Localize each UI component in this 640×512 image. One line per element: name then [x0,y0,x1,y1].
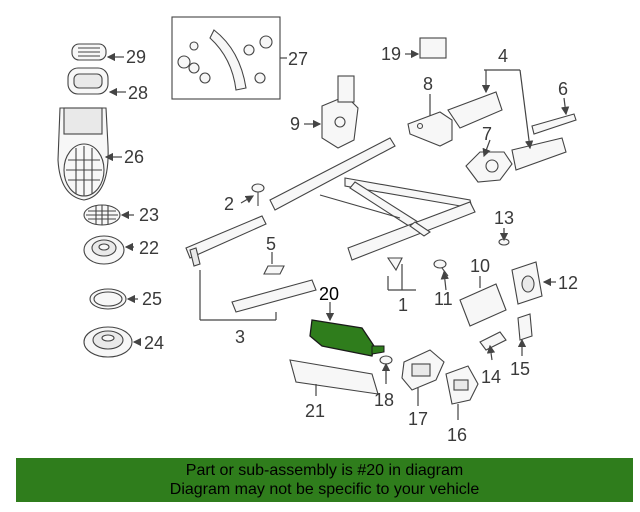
part-8-bracket[interactable] [407,94,453,147]
part-15-cap[interactable] [517,313,533,356]
part-9-actuator[interactable] [304,75,359,149]
callout-29: 29 [126,47,146,67]
callout-20: 20 [319,284,339,304]
callout-15: 15 [510,359,530,379]
part-27-inset[interactable] [171,16,287,100]
part-2-screw[interactable] [240,183,265,206]
part-13-screw[interactable] [498,228,510,246]
part-29-vent[interactable] [71,43,124,62]
banner-line-1: Part or sub-assembly is #20 in diagram [185,462,464,479]
callout-25: 25 [142,289,162,309]
callout-14: 14 [481,367,501,387]
callout-28: 28 [128,83,148,103]
part-11-screw[interactable] [433,259,449,291]
part-26-duct[interactable] [57,107,122,201]
callout-19: 19 [381,44,401,64]
callout-12: 12 [558,273,578,293]
part-1b-clip[interactable] [386,257,403,272]
callout-23: 23 [139,205,159,225]
part-21-plate[interactable] [289,359,379,396]
callout-17: 17 [408,409,428,429]
part-16-connector[interactable] [445,365,479,420]
part-12-module[interactable] [511,261,556,305]
callout-22: 22 [139,238,159,258]
callout-2: 2 [224,194,234,214]
callout-labels: 1 2 3 4 5 6 7 8 9 10 11 12 13 14 15 16 1… [124,44,578,445]
part-25-ring[interactable] [89,288,138,310]
part-19-pad[interactable] [405,37,447,59]
part-4-brackets[interactable] [447,69,567,171]
banner-line-2: Diagram may not be specific to your vehi… [169,481,480,498]
callout-9: 9 [290,114,300,134]
callout-6: 6 [558,79,568,99]
callout-21: 21 [305,401,325,421]
part-28-vent[interactable] [67,67,126,97]
info-banner: Part or sub-assembly is #20 in diagram D… [16,458,633,502]
callout-24: 24 [144,333,164,353]
callout-5: 5 [266,234,276,254]
part-20-highlighted[interactable] [309,302,385,357]
part-5-clip[interactable] [263,252,285,275]
part-24-speaker[interactable] [83,326,142,358]
callout-27: 27 [288,49,308,69]
part-23-grille[interactable] [83,204,134,226]
callout-8: 8 [423,74,433,94]
callout-7: 7 [482,124,492,144]
part-22-speaker[interactable] [83,235,134,265]
part-1-frame[interactable] [269,137,476,291]
callout-13: 13 [494,208,514,228]
part-7-motor[interactable] [465,139,513,183]
callout-10: 10 [470,256,490,276]
part-3-rail[interactable] [185,215,317,321]
callout-4: 4 [498,46,508,66]
callout-11: 11 [434,289,453,309]
callout-26: 26 [124,147,144,167]
part-10-control-unit[interactable] [459,276,507,327]
part-17-switch[interactable] [401,349,445,406]
callout-3: 3 [235,327,245,347]
callout-18: 18 [374,390,394,410]
part-14-cap[interactable] [479,331,507,361]
part-6-rod[interactable] [531,97,577,135]
callout-1: 1 [398,295,408,315]
part-18-screw[interactable] [379,355,393,384]
callout-16: 16 [447,425,467,445]
